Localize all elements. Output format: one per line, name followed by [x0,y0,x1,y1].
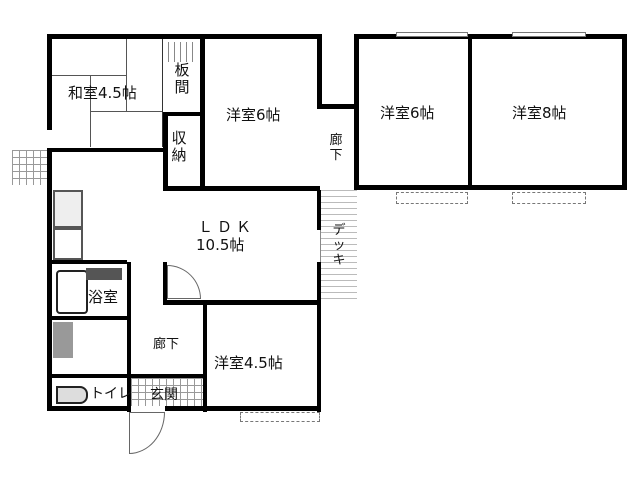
bath-floor [86,268,122,280]
toilet-fixture [56,386,88,404]
balcony [512,192,586,204]
wall [47,374,207,378]
wall [317,190,321,230]
entrance-door[interactable] [129,412,165,454]
wall [165,406,320,411]
balcony [240,412,320,422]
window [396,32,468,37]
wall [127,262,131,412]
room-label-yoshitsu45: 洋室4.5帖 [214,354,283,372]
itama-floor [168,42,198,62]
sink [53,190,83,230]
wall [163,300,320,305]
wall [163,262,167,302]
tatami-lines [52,39,163,147]
room-label-ldk: ＬＤＫ [198,218,256,236]
balcony [396,192,468,204]
wall [354,34,359,190]
wall [468,34,472,190]
wall [354,185,626,190]
wall [317,34,322,104]
wall [47,260,127,264]
wall [200,34,322,39]
room-label-yoshitsu8: 洋室8帖 [512,104,567,122]
stove [53,226,83,260]
wall [163,186,320,191]
genkan-floor [131,378,203,406]
wall [47,34,202,39]
room-label-yoshitsu6-b: 洋室6帖 [380,104,435,122]
wall [317,262,321,412]
deck-area [320,190,357,304]
room-label-yoshitsu6-a: 洋室6帖 [226,106,281,124]
room-label-roka-top: 廊下 [329,133,343,163]
wall [47,34,52,130]
wall [47,406,129,411]
room-label-yokushitsu: 浴室 [88,288,119,306]
wall [47,148,167,152]
room-label-deck: デッキ [332,223,346,268]
washbasin-area [53,322,73,358]
window [512,32,586,37]
wall [47,148,52,410]
wall [163,112,168,190]
wall [354,34,626,39]
wall [317,104,357,109]
room-label-roka-bottom: 廊下 [153,337,180,352]
door[interactable] [167,265,201,299]
room-label-toilet: トイレ [90,386,132,402]
room-size-ldk: 10.5帖 [196,236,245,254]
wall [163,112,203,116]
bathtub [56,270,88,314]
room-label-itama: 板間 [174,61,190,97]
porch [12,150,47,185]
wall [622,34,627,190]
room-label-washitsu: 和室4.5帖 [68,84,137,102]
wall [47,316,127,320]
room-label-genkan: 玄関 [150,387,178,403]
wall [203,300,207,412]
room-label-shuno: 収納 [171,129,187,165]
